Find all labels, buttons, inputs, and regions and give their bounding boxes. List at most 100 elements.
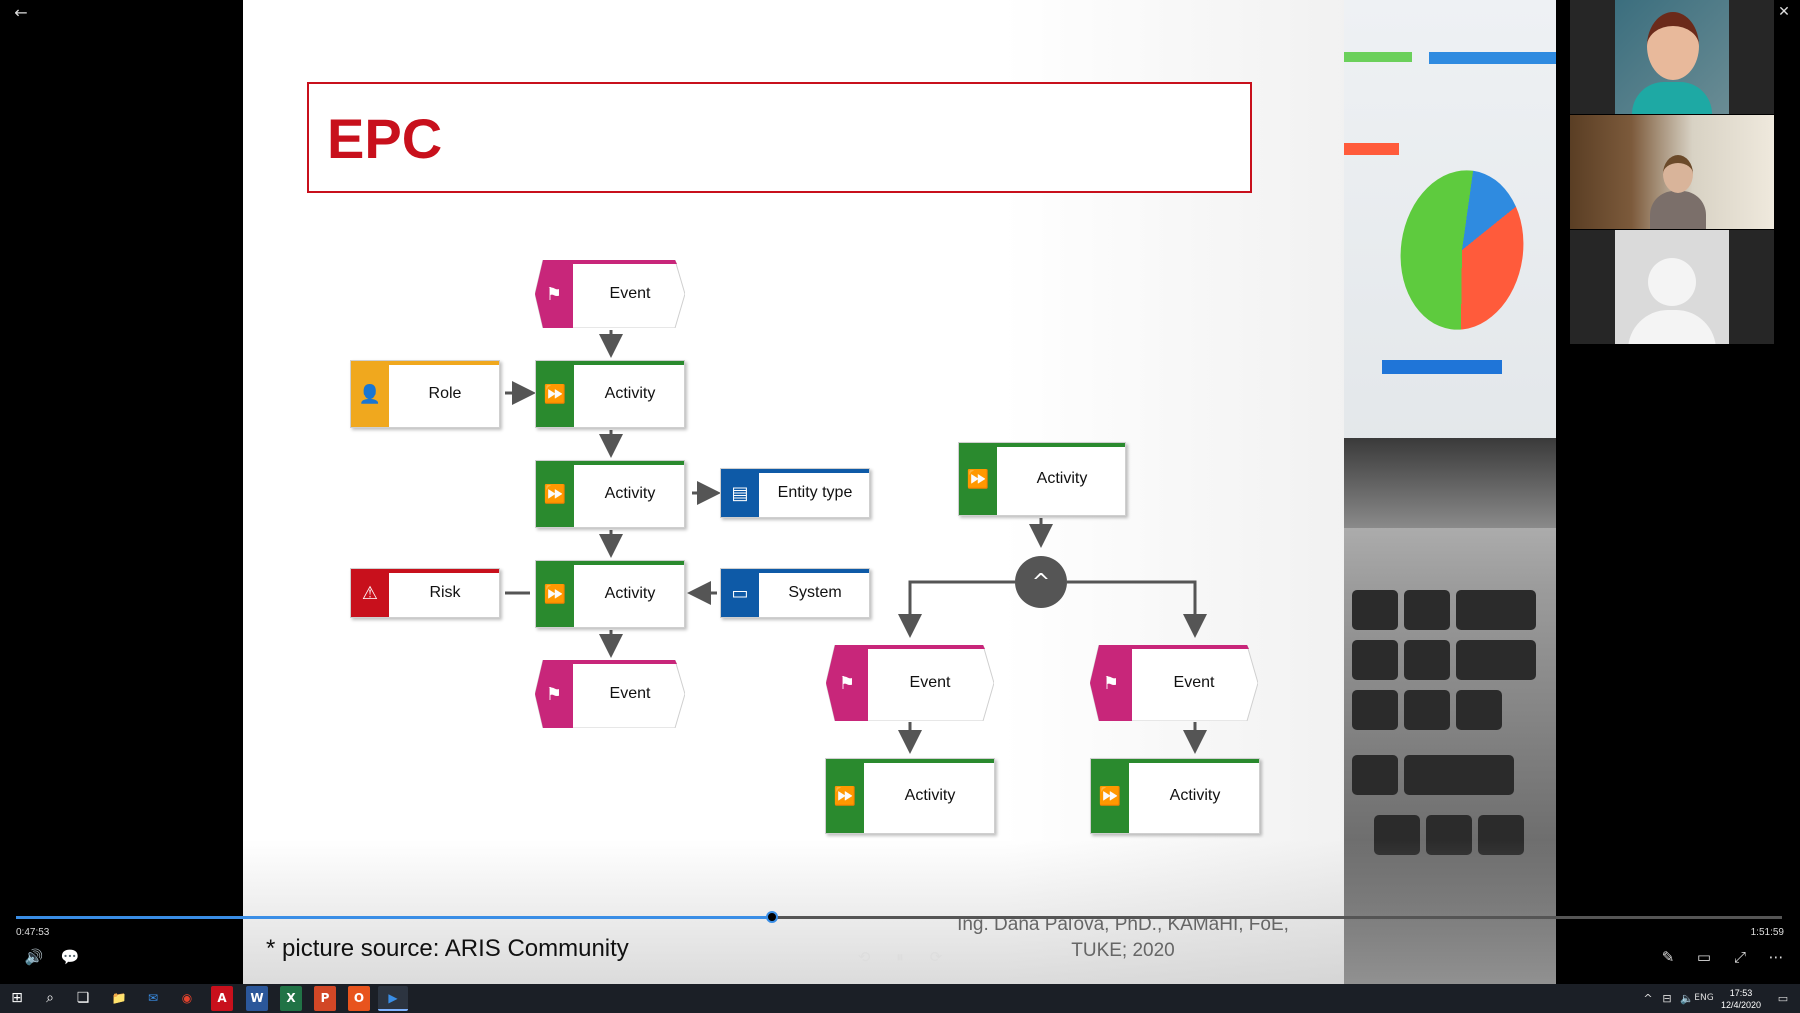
epc-activity-split: ⏩ Activity xyxy=(958,442,1126,516)
keyboard-key xyxy=(1404,755,1514,795)
activity-label: Activity xyxy=(904,787,956,804)
keyboard-key xyxy=(1404,590,1450,630)
participant-body xyxy=(1650,191,1706,229)
current-time: 0:47:53 xyxy=(16,927,50,938)
powerpoint-icon[interactable]: P xyxy=(314,986,336,1011)
close-button[interactable]: ✕ xyxy=(1778,4,1790,20)
seek-bar[interactable] xyxy=(16,911,1782,923)
seek-bar-thumb[interactable] xyxy=(765,911,778,923)
start-icon[interactable]: ⊞ xyxy=(11,990,23,1006)
epc-activity-1: ⏩ Activity xyxy=(535,360,685,428)
search-icon[interactable]: ⌕ xyxy=(46,990,54,1006)
total-time: 1:51:59 xyxy=(1750,927,1784,938)
task-view-icon[interactable]: ❏ xyxy=(76,990,90,1006)
keyboard-key xyxy=(1352,640,1398,680)
office-icon[interactable]: O xyxy=(348,986,370,1011)
xor-connector-icon: ^ xyxy=(1015,556,1067,608)
language-indicator[interactable]: ENG xyxy=(1694,993,1714,1003)
presentation-slide: EPC xyxy=(243,0,1556,984)
screen-bar-blue xyxy=(1429,52,1556,64)
keyboard-key xyxy=(1352,590,1398,630)
entity-icon: ▤ xyxy=(721,469,759,517)
file-explorer-icon[interactable]: 📁 xyxy=(111,991,127,1005)
avatar-head-icon xyxy=(1648,258,1696,306)
activity-label: Activity xyxy=(604,585,656,602)
participant-avatar-3[interactable] xyxy=(1570,230,1774,344)
keyboard-key xyxy=(1352,755,1398,795)
participant-face xyxy=(1647,12,1699,80)
word-icon[interactable]: W xyxy=(246,986,268,1011)
notifications-icon[interactable]: ▭ xyxy=(1777,992,1789,1005)
pen-icon[interactable]: ✎ xyxy=(1661,948,1675,966)
activity-label: Activity xyxy=(1169,787,1221,804)
fast-forward-icon: ⏩ xyxy=(1091,759,1129,833)
keyboard-key xyxy=(1456,690,1502,730)
author-line-2: TUKE; 2020 xyxy=(1071,940,1175,961)
keyboard-key xyxy=(1456,640,1536,680)
system-label: System xyxy=(788,584,842,601)
event-label: Event xyxy=(609,285,651,302)
movies-tv-icon[interactable]: ▶ xyxy=(378,986,408,1011)
more-options-icon[interactable]: ⋯ xyxy=(1768,948,1784,966)
seek-bar-progress xyxy=(16,916,772,919)
pause-button[interactable]: ⏸ xyxy=(896,948,904,966)
epc-activity-branch-right: ⏩ Activity xyxy=(1090,758,1260,834)
participant-video-2[interactable] xyxy=(1570,115,1774,229)
epc-event-branch-right: ⚑ Event xyxy=(1090,645,1258,721)
flag-icon: ⚑ xyxy=(545,683,563,705)
participant-video-1[interactable] xyxy=(1570,0,1774,114)
back-arrow-icon[interactable]: ← xyxy=(14,3,28,22)
warning-icon: ⚠ xyxy=(351,569,389,617)
epc-entity-type: ▤ Entity type xyxy=(720,468,870,518)
captions-icon[interactable]: 💬 xyxy=(60,948,80,966)
forward-30-button[interactable]: ⟳ xyxy=(922,944,950,970)
tray-chevron-icon[interactable]: ^ xyxy=(1643,992,1653,1005)
entity-label: Entity type xyxy=(777,484,853,501)
event-label: Event xyxy=(1173,674,1215,691)
slide-bottom-fade xyxy=(243,840,1556,984)
fast-forward-icon: ⏩ xyxy=(826,759,864,833)
miniplayer-icon[interactable]: ▭ xyxy=(1696,948,1712,966)
risk-label: Risk xyxy=(429,584,461,601)
taskbar-clock[interactable]: 17:53 12/4/2020 xyxy=(1713,987,1769,1011)
epc-activity-3: ⏩ Activity xyxy=(535,560,685,628)
keyboard-key xyxy=(1404,690,1450,730)
fast-forward-icon: ⏩ xyxy=(959,443,997,515)
volume-icon[interactable]: 🔊 xyxy=(24,948,44,966)
laptop-bezel xyxy=(1344,438,1556,528)
mail-icon[interactable]: ✉ xyxy=(147,991,159,1005)
epc-activity-branch-left: ⏩ Activity xyxy=(825,758,995,834)
epc-event-branch-left: ⚑ Event xyxy=(826,645,994,721)
activity-label: Activity xyxy=(604,485,656,502)
keyboard-key xyxy=(1404,640,1450,680)
keyboard-key xyxy=(1352,690,1398,730)
network-icon[interactable]: ⊟ xyxy=(1662,992,1672,1005)
epc-activity-2: ⏩ Activity xyxy=(535,460,685,528)
role-label: Role xyxy=(428,385,462,402)
speaker-icon[interactable]: 🔈 xyxy=(1680,992,1694,1005)
chrome-icon[interactable]: ◉ xyxy=(181,991,193,1005)
fast-forward-icon: ⏩ xyxy=(536,561,574,627)
window-icon: ▭ xyxy=(721,569,759,617)
windows-taskbar: ⊞ ⌕ ❏ 📁 ✉ ◉ A W X P O ▶ ^ ⊟ 🔈 ENG 17:53 … xyxy=(0,984,1800,1013)
laptop-photo xyxy=(1344,0,1556,984)
flag-icon: ⚑ xyxy=(1102,672,1120,694)
acrobat-icon[interactable]: A xyxy=(211,986,233,1011)
epc-system: ▭ System xyxy=(720,568,870,618)
screen-bar-red xyxy=(1344,143,1399,155)
person-icon: 👤 xyxy=(351,361,389,427)
epc-event-end: ⚑ Event xyxy=(535,660,685,728)
excel-icon[interactable]: X xyxy=(280,986,302,1011)
screen-bar-green xyxy=(1344,52,1412,62)
clock-date: 12/4/2020 xyxy=(1720,1000,1762,1010)
screen-button xyxy=(1382,360,1502,374)
epc-risk: ⚠ Risk xyxy=(350,568,500,618)
forward-icon: ⟳ xyxy=(929,948,943,966)
participant-face xyxy=(1663,155,1693,193)
rewind-10-button[interactable]: ⟲ xyxy=(850,944,878,970)
fast-forward-icon: ⏩ xyxy=(536,461,574,527)
author-line-1: Ing. Dana Paľová, PhD., KAMaHI, FoE, xyxy=(957,914,1289,935)
fullscreen-icon[interactable]: ⤢ xyxy=(1733,948,1746,966)
flag-icon: ⚑ xyxy=(838,672,856,694)
